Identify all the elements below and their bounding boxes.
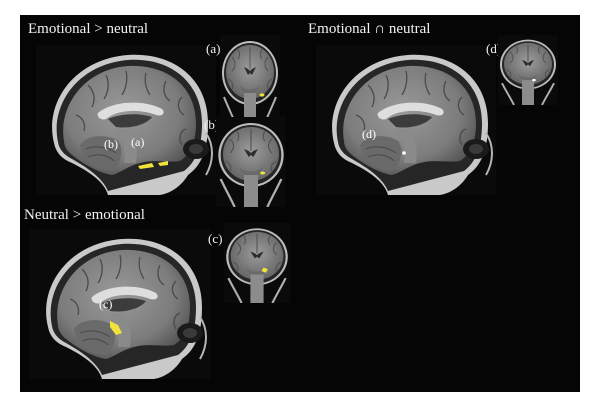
marker-label-d: (d) (362, 127, 376, 141)
coronal-slice-d (498, 35, 558, 105)
panel-label-d: (d) (486, 41, 502, 56)
marker-label-b: (b) (104, 137, 118, 151)
activation-dot-coronal-d (532, 78, 536, 82)
coronal-slice-c (224, 223, 290, 303)
sagittal-slice-emotional-gt-neutral (36, 45, 216, 195)
marker-label-a: (a) (131, 135, 145, 149)
activation-blob-c (110, 321, 122, 335)
panel-label-c: (c) (208, 231, 223, 246)
sagittal-slice-emotional-and-neutral (316, 45, 496, 195)
activation-blob-a (158, 161, 168, 166)
activation-blob-coronal-a (259, 93, 265, 97)
activation-dot-d (402, 151, 406, 155)
panel-label-a: (a) (206, 41, 221, 56)
coronal-slice-b (216, 117, 286, 207)
activation-blob-coronal-b (260, 171, 266, 175)
panel-label-b: (b) (204, 117, 220, 132)
activation-blob-b (138, 163, 154, 169)
title-neutral-gt-emotional: Neutral > emotional (24, 207, 145, 223)
marker-label-c: (c) (99, 297, 113, 311)
sagittal-slice-neutral-gt-emotional (30, 229, 210, 379)
title-emotional-gt-neutral: Emotional > neutral (28, 21, 149, 37)
coronal-slice-a (220, 35, 280, 125)
title-emotional-and-neutral: Emotional ∩ neutral (308, 21, 431, 37)
activation-blob-coronal-c (261, 267, 268, 273)
figure-panel: Emotional > neutral (b) (a) (a) (b) Emot… (20, 15, 580, 392)
